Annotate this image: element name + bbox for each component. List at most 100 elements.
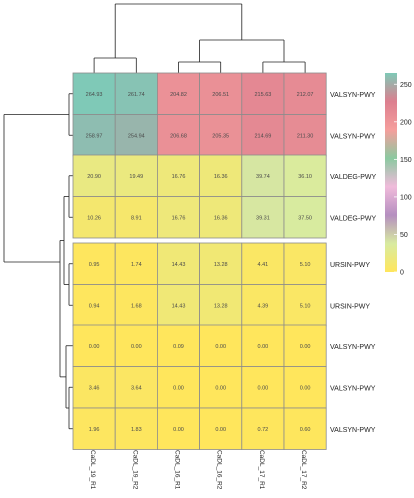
colorbar-tick-label: 200 [400, 119, 412, 126]
cell-value-label: 254.94 [128, 133, 145, 139]
row-dendrogram [3, 93, 73, 430]
cell-value-label: 212.07 [297, 92, 314, 98]
column-label: CaDL_17_R1 [258, 450, 265, 490]
heatmap-cell [283, 114, 327, 157]
cell-value-label: 3.46 [89, 385, 100, 391]
color-legend: 0 50 100 150 200 250 [385, 73, 412, 277]
heatmap-cell [156, 407, 200, 450]
heatmap-cell [199, 114, 243, 157]
column-label: CaDL_16_R1 [174, 450, 181, 490]
heatmap-cell [72, 72, 116, 115]
colorbar-tick-label: 250 [400, 82, 412, 89]
heatmap-cell [72, 284, 116, 327]
column-dendrogram [93, 3, 306, 73]
cell-value-label: 39.31 [256, 215, 270, 221]
cell-value-label: 10.26 [87, 215, 101, 221]
cell-value-label: 39.74 [256, 174, 270, 180]
row-labels: VALSYN-PWY VALSYN-PWY VALDEG-PWY VALDEG-PWY… [330, 92, 376, 434]
cell-value-label: 1.74 [131, 262, 142, 268]
cell-value-label: 0.00 [173, 385, 184, 391]
column-label: CaDL_16_R2 [216, 450, 223, 490]
colorbar-tick-label: 50 [400, 232, 408, 239]
heatmap-cell [72, 154, 116, 197]
cell-value-label: 0.00 [131, 344, 142, 350]
heatmap-cell [283, 154, 327, 197]
heatmap-cell [199, 407, 243, 450]
heatmap-cell [241, 114, 285, 157]
cell-value-label: 0.00 [215, 385, 226, 391]
cell-value-label: 0.95 [89, 262, 100, 268]
colorbar-tick-label: 0 [400, 270, 404, 277]
heatmap-cell [283, 284, 327, 327]
heatmap-cell [156, 114, 200, 157]
heatmap-cell [199, 242, 243, 285]
colorbar-tick-label: 150 [400, 157, 412, 164]
cell-value-label: 4.39 [258, 303, 269, 309]
row-label: VALSYN-PWY [330, 92, 376, 99]
cell-value-label: 16.36 [214, 215, 228, 221]
row-label: URSIN-PWY [330, 303, 370, 310]
heatmap-cell [241, 366, 285, 409]
row-label: VALDEG-PWY [330, 215, 376, 222]
cell-value-label: 258.97 [86, 133, 103, 139]
heatmap-cell [114, 407, 158, 450]
heatmap-cell [72, 114, 116, 157]
heatmap-cell [156, 366, 200, 409]
row-label: VALSYN-PWY [330, 344, 376, 351]
colorbar-tick-label: 100 [400, 194, 412, 201]
cell-value-label: 3.64 [131, 385, 142, 391]
cell-value-label: 214.69 [254, 133, 271, 139]
cell-value-label: 4.41 [258, 262, 269, 268]
heatmap-cell [241, 407, 285, 450]
heatmap-cell [156, 284, 200, 327]
row-label: VALSYN-PWY [330, 385, 376, 392]
heatmap-cell [156, 72, 200, 115]
heatmap-cell [199, 366, 243, 409]
cell-value-label: 0.09 [173, 344, 184, 350]
heatmap-cell [283, 196, 327, 239]
cell-value-label: 0.00 [300, 385, 311, 391]
cell-value-label: 205.35 [212, 133, 229, 139]
row-label: VALDEG-PWY [330, 174, 376, 181]
cell-value-label: 204.82 [170, 92, 187, 98]
cell-value-label: 37.50 [298, 215, 312, 221]
cell-value-label: 5.10 [300, 262, 311, 268]
cell-value-label: 0.00 [173, 427, 184, 433]
cell-value-label: 5.10 [300, 303, 311, 309]
cell-value-label: 0.00 [215, 427, 226, 433]
heatmap-cell [199, 154, 243, 197]
cell-value-label: 13.28 [214, 303, 228, 309]
cell-value-label: 1.68 [131, 303, 142, 309]
cell-value-label: 0.00 [258, 385, 269, 391]
cell-value-label: 16.76 [172, 215, 186, 221]
cell-value-label: 215.63 [254, 92, 271, 98]
column-label: CaDL_19_R2 [131, 450, 138, 490]
heatmap-cell [114, 324, 158, 367]
heatmap-cell [283, 407, 327, 450]
cell-value-label: 1.96 [89, 427, 100, 433]
cell-value-label: 261.74 [128, 92, 145, 98]
row-label: VALSYN-PWY [330, 133, 376, 140]
heatmap-cell [156, 324, 200, 367]
cell-value-label: 0.72 [258, 427, 269, 433]
heatmap-cell [241, 324, 285, 367]
cell-value-label: 36.10 [298, 174, 312, 180]
cell-value-label: 0.00 [215, 344, 226, 350]
cell-value-label: 206.51 [212, 92, 229, 98]
heatmap-cell [114, 114, 158, 157]
cell-value-label: 0.00 [300, 344, 311, 350]
cell-value-label: 211.30 [297, 133, 313, 139]
cell-value-label: 0.00 [89, 344, 100, 350]
heatmap-cell [283, 242, 327, 285]
heatmap-cell [114, 366, 158, 409]
cell-value-label: 19.49 [129, 174, 143, 180]
cell-value-label: 0.60 [300, 427, 311, 433]
cell-value-label: 16.36 [214, 174, 228, 180]
cell-value-label: 14.43 [172, 262, 186, 268]
heatmap-cell [114, 196, 158, 239]
heatmap-cell [199, 196, 243, 239]
